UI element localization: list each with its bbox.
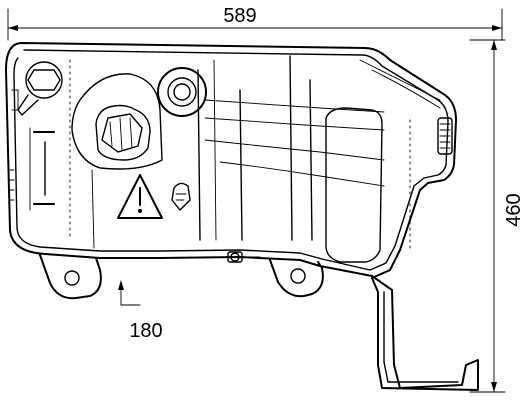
tank-outline [5, 42, 479, 391]
mounting-tab-right [269, 259, 324, 298]
tank-lower-extension [383, 291, 459, 383]
dotted-guides [69, 59, 411, 251]
expansion-tank [5, 42, 479, 391]
height-dimension: 460 [469, 39, 525, 393]
view-direction-label: 180 [129, 320, 162, 342]
side-clips [9, 89, 19, 201]
bottom-sensor [209, 251, 261, 263]
warning-triangle-icon [117, 174, 163, 219]
hex-nut-fitting [17, 61, 63, 116]
view-direction-arrow: 180 [118, 280, 163, 342]
hot-liquid-icon [171, 182, 191, 211]
contour-lines [204, 59, 441, 187]
top-port [157, 67, 207, 117]
level-marks [29, 127, 55, 211]
tank-inner-outline [13, 49, 449, 271]
cap-housing [71, 73, 163, 170]
mounting-hole-right [290, 268, 306, 284]
mounting-tab-left [39, 254, 102, 300]
width-dimension-label: 589 [223, 5, 256, 27]
mounting-hole-left [64, 270, 80, 286]
sight-channel [325, 107, 383, 263]
pressure-cap [95, 104, 151, 161]
height-dimension-label: 460 [503, 193, 525, 226]
width-dimension: 589 [7, 5, 503, 41]
right-hose-connector [437, 117, 453, 155]
ribs [91, 55, 313, 249]
